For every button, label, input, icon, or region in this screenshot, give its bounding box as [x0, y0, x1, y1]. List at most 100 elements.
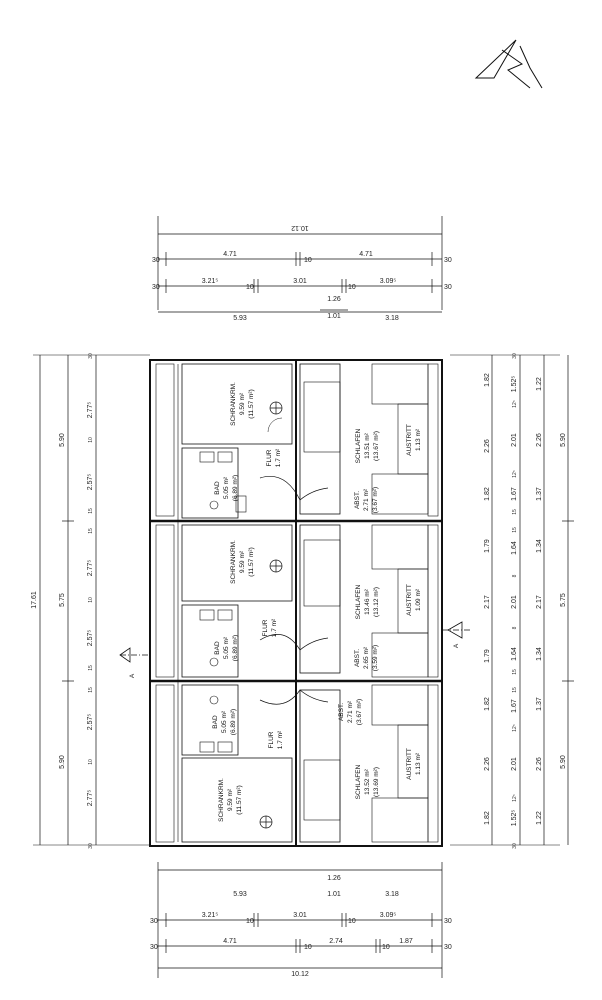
svg-text:3.01: 3.01 — [293, 278, 307, 285]
svg-text:4.71: 4.71 — [359, 251, 373, 258]
svg-text:10: 10 — [88, 437, 94, 443]
svg-text:2.26: 2.26 — [536, 433, 543, 447]
bottom-dimensions: 5.93 3.18 1.26 1.01 30 3.21⁵ 10 3.01 10 … — [150, 862, 452, 978]
svg-text:2.57⁵: 2.57⁵ — [87, 630, 94, 647]
north-arrow-icon — [474, 39, 543, 89]
svg-text:3.18: 3.18 — [385, 891, 399, 898]
svg-text:(6.89 m²): (6.89 m²) — [232, 635, 239, 661]
svg-text:1.52⁵: 1.52⁵ — [511, 810, 518, 827]
svg-text:10: 10 — [88, 759, 94, 765]
svg-text:10.12: 10.12 — [291, 224, 309, 231]
svg-text:30: 30 — [88, 353, 94, 359]
svg-text:ABST.: ABST. — [338, 703, 345, 721]
unit-2: SCHRANKRM. 9.59 m² (11.57 m²) BAD 5.05 m… — [155, 524, 439, 678]
svg-text:SCHLAFEN: SCHLAFEN — [355, 764, 362, 799]
svg-text:2.01: 2.01 — [511, 757, 518, 771]
svg-text:1.82: 1.82 — [484, 487, 491, 501]
svg-text:1.79: 1.79 — [484, 539, 491, 553]
svg-text:ABST.: ABST. — [354, 491, 361, 509]
svg-text:30: 30 — [444, 284, 452, 291]
svg-text:5.90: 5.90 — [59, 433, 66, 447]
svg-text:SCHRANKRM.: SCHRANKRM. — [230, 540, 237, 584]
svg-text:5.93: 5.93 — [233, 891, 247, 898]
svg-text:(3.67 m²): (3.67 m²) — [372, 487, 379, 513]
svg-text:2.01: 2.01 — [511, 433, 518, 447]
svg-text:1.79: 1.79 — [484, 649, 491, 663]
svg-text:1.82: 1.82 — [484, 811, 491, 825]
svg-text:2.01: 2.01 — [511, 595, 518, 609]
svg-text:2.71 m²: 2.71 m² — [347, 700, 354, 723]
unit-3: SCHRANKRM. 9.59 m² (11.57 m²) BAD 5.05 m… — [155, 684, 439, 843]
svg-text:BAD: BAD — [214, 641, 221, 655]
svg-text:1.13 m²: 1.13 m² — [415, 752, 422, 775]
svg-text:2.17: 2.17 — [484, 595, 491, 609]
svg-text:15: 15 — [512, 509, 518, 515]
svg-text:2.26: 2.26 — [484, 757, 491, 771]
svg-text:1.34: 1.34 — [536, 539, 543, 553]
svg-text:12⁵: 12⁵ — [512, 794, 518, 802]
svg-text:12⁵: 12⁵ — [512, 724, 518, 732]
svg-text:17.61: 17.61 — [31, 591, 38, 609]
building-outline — [149, 359, 443, 847]
svg-text:15: 15 — [88, 528, 94, 534]
svg-text:SCHRANKRM.: SCHRANKRM. — [218, 778, 225, 822]
svg-text:10: 10 — [348, 918, 356, 925]
svg-text:1.7 m²: 1.7 m² — [277, 730, 284, 749]
svg-text:30: 30 — [444, 257, 452, 264]
svg-text:3.09⁵: 3.09⁵ — [380, 912, 397, 919]
svg-text:(13.12 m²): (13.12 m²) — [373, 587, 380, 617]
svg-text:30: 30 — [88, 843, 94, 849]
svg-text:1.52⁵: 1.52⁵ — [511, 376, 518, 393]
svg-text:AUSTRITT: AUSTRITT — [406, 584, 413, 616]
svg-text:10: 10 — [382, 944, 390, 951]
svg-text:2.74: 2.74 — [329, 938, 343, 945]
svg-text:1.22: 1.22 — [536, 811, 543, 825]
svg-text:8: 8 — [512, 574, 518, 577]
svg-text:15: 15 — [512, 669, 518, 675]
svg-text:1.26: 1.26 — [327, 875, 341, 882]
svg-text:5.05 m²: 5.05 m² — [221, 710, 228, 733]
svg-text:1.7 m²: 1.7 m² — [271, 618, 278, 637]
svg-text:BAD: BAD — [214, 481, 221, 495]
svg-text:3.01: 3.01 — [293, 912, 307, 919]
svg-text:(6.89 m²): (6.89 m²) — [230, 709, 237, 735]
svg-text:30: 30 — [444, 918, 452, 925]
svg-text:10: 10 — [88, 597, 94, 603]
svg-text:30: 30 — [150, 918, 158, 925]
svg-text:30: 30 — [512, 353, 518, 359]
svg-text:3.09⁵: 3.09⁵ — [380, 278, 397, 285]
svg-text:10: 10 — [304, 257, 312, 264]
svg-text:BAD: BAD — [212, 715, 219, 729]
svg-text:SCHLAFEN: SCHLAFEN — [355, 584, 362, 619]
svg-text:AUSTRITT: AUSTRITT — [406, 748, 413, 780]
svg-text:(13.67 m²): (13.67 m²) — [373, 431, 380, 461]
svg-text:1.26: 1.26 — [327, 296, 341, 303]
svg-text:5.75: 5.75 — [560, 593, 567, 607]
svg-text:1.64: 1.64 — [511, 541, 518, 555]
svg-text:1.67: 1.67 — [511, 487, 518, 501]
svg-text:5.75: 5.75 — [59, 593, 66, 607]
svg-text:10.12: 10.12 — [291, 971, 309, 978]
svg-text:FLUR: FLUR — [266, 449, 273, 466]
svg-text:1.37: 1.37 — [536, 697, 543, 711]
svg-text:15: 15 — [88, 508, 94, 514]
svg-text:8: 8 — [512, 626, 518, 629]
svg-text:(13.69 m²): (13.69 m²) — [373, 767, 380, 797]
svg-text:2.57⁵: 2.57⁵ — [87, 714, 94, 731]
svg-text:10: 10 — [246, 918, 254, 925]
svg-text:1.13 m²: 1.13 m² — [415, 428, 422, 451]
svg-text:3.18: 3.18 — [385, 315, 399, 322]
svg-text:1.64: 1.64 — [511, 647, 518, 661]
svg-text:2.71 m²: 2.71 m² — [363, 488, 370, 511]
svg-text:2.77⁵: 2.77⁵ — [87, 402, 94, 419]
svg-text:13.51 m²: 13.51 m² — [364, 432, 371, 458]
svg-text:30: 30 — [512, 843, 518, 849]
svg-text:ABST.: ABST. — [354, 649, 361, 667]
svg-text:5.05 m²: 5.05 m² — [223, 476, 230, 499]
svg-text:5.90: 5.90 — [560, 755, 567, 769]
svg-text:1.7 m²: 1.7 m² — [275, 448, 282, 467]
svg-text:1.82: 1.82 — [484, 697, 491, 711]
svg-text:10: 10 — [246, 284, 254, 291]
svg-text:1.87: 1.87 — [399, 938, 413, 945]
svg-text:3.21⁵: 3.21⁵ — [202, 912, 219, 919]
